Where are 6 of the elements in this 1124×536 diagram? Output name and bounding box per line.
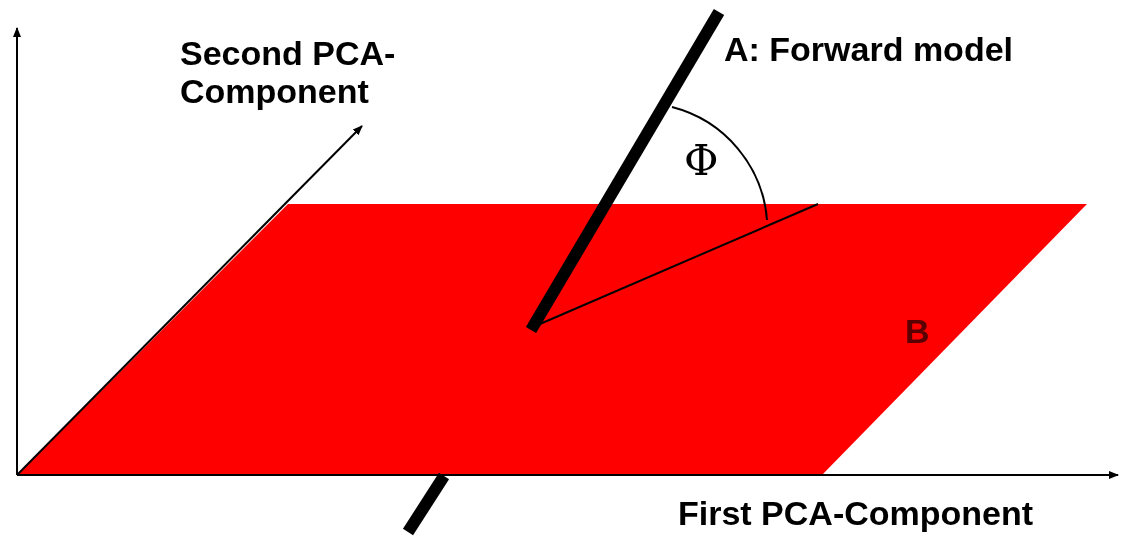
- axis-label: First PCA-Component: [678, 494, 1034, 532]
- axis-label: Second PCA-Component: [180, 34, 397, 110]
- plane-label: B: [905, 312, 930, 350]
- line-label: A: Forward model: [724, 30, 1014, 68]
- angle-symbol: Φ: [684, 138, 719, 184]
- plane: [17, 204, 1087, 475]
